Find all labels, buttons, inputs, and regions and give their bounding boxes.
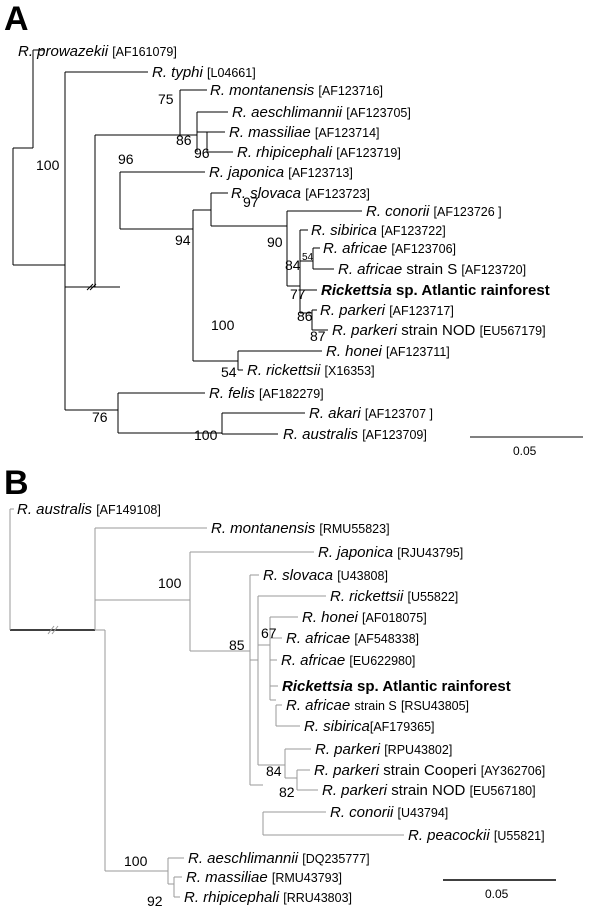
a-taxon-11: R. africae [AF123706] — [323, 240, 456, 257]
b-branch-break — [47, 625, 55, 635]
a-taxon-2: R. typhi [L04661] — [152, 64, 256, 81]
b-boot-value: 100 — [158, 575, 182, 591]
a-boot-value: 76 — [92, 409, 108, 425]
b-taxon-2: R. montanensis [RMU55823] — [211, 520, 390, 537]
panel-b-bootstraps: 100 85 67 84 82 100 92 — [124, 575, 295, 909]
a-taxon-7: R. japonica [AF123713] — [209, 164, 353, 181]
b-taxon-17: R. aeschlimannii [DQ235777] — [188, 850, 370, 867]
a-taxon-atlantic-rainforest: Rickettsia sp. Atlantic rainforest — [321, 282, 550, 299]
a-taxon-4: R. aeschlimannii [AF123705] — [232, 104, 411, 121]
a-boot-value: 54 — [302, 252, 314, 263]
a-taxon-6: R. rhipicephali [AF123719] — [237, 144, 401, 161]
a-boot-value: 86 — [297, 308, 313, 324]
a-taxon-20: R. australis [AF123709] — [283, 426, 427, 443]
a-boot-value: 77 — [290, 286, 306, 302]
a-taxon-19: R. akari [AF123707 ] — [309, 405, 433, 422]
b-scale-label: 0.05 — [485, 887, 509, 901]
b-taxon-11: R. sibirica[AF179365] — [304, 718, 435, 735]
panel-b-letter: B — [4, 464, 29, 502]
a-taxon-10: R. sibirica [AF123722] — [311, 222, 446, 239]
b-boot-value: 85 — [229, 637, 245, 653]
b-taxon-5: R. rickettsii [U55822] — [330, 588, 458, 605]
a-taxon-17: R. rickettsii [X16353] — [247, 362, 375, 379]
panel-a-labels: R. prowazekii [AF161079] R. typhi [L0466… — [18, 43, 550, 443]
b-boot-value: 92 — [147, 893, 163, 909]
b-taxon-6: R. honei [AF018075] — [302, 609, 427, 626]
b-boot-value: 82 — [279, 784, 295, 800]
a-taxon-5: R. massiliae [AF123714] — [229, 124, 380, 141]
a-boot-value: 86 — [176, 132, 192, 148]
a-boot-value: 100 — [194, 427, 218, 443]
b-taxon-14: R. parkeri strain NOD [EU567180] — [322, 782, 536, 799]
a-boot-value: 84 — [285, 257, 301, 273]
b-taxon-18: R. massiliae [RMU43793] — [186, 869, 342, 886]
b-taxon-15: R. conorii [U43794] — [330, 804, 448, 821]
b-boot-value: 67 — [261, 625, 277, 641]
a-boot-value: 97 — [243, 194, 259, 210]
a-boot-value: 90 — [267, 234, 283, 250]
a-taxon-9: R. conorii [AF123726 ] — [366, 203, 502, 220]
a-scale-label: 0.05 — [513, 444, 537, 458]
a-boot-value: 94 — [175, 232, 191, 248]
a-taxon-3: R. montanensis [AF123716] — [210, 82, 383, 99]
a-taxon-16: R. honei [AF123711] — [326, 343, 450, 360]
b-taxon-4: R. slovaca [U43808] — [263, 567, 388, 584]
b-taxon-8: R. africae [EU622980] — [281, 652, 415, 669]
a-boot-value: 96 — [194, 145, 210, 161]
b-boot-value: 84 — [266, 763, 282, 779]
b-taxon-7: R. africae [AF548338] — [286, 630, 419, 647]
a-taxon-18: R. felis [AF182279] — [209, 385, 324, 402]
a-taxon-15: R. parkeri strain NOD [EU567179] — [332, 322, 546, 339]
a-boot-value: 100 — [36, 157, 60, 173]
a-taxon-8: R. slovaca [AF123723] — [231, 185, 370, 202]
panel-b-labels: R. australis [AF149108] R. montanensis [… — [17, 501, 545, 906]
b-taxon-10: R. africae strain S [RSU43805] — [286, 697, 469, 714]
a-taxon-12: R. africae strain S [AF123720] — [338, 261, 526, 278]
a-boot-value: 96 — [118, 151, 134, 167]
a-taxon-14: R. parkeri [AF123717] — [320, 302, 454, 319]
panel-b-tree — [9, 508, 556, 898]
b-taxon-3: R. japonica [RJU43795] — [318, 544, 463, 561]
panel-a-bootstraps: 100 75 86 96 96 97 90 94 84 54 77 86 87 … — [36, 91, 326, 443]
b-taxon-1: R. australis [AF149108] — [17, 501, 161, 518]
b-taxon-19: R. rhipicephali [RRU43803] — [184, 889, 352, 906]
b-boot-value: 100 — [124, 853, 148, 869]
panel-a-letter: A — [4, 0, 29, 38]
a-boot-value: 87 — [310, 328, 326, 344]
b-taxon-atlantic-rainforest: Rickettsia sp. Atlantic rainforest — [282, 678, 511, 695]
a-boot-value: 54 — [221, 364, 237, 380]
a-boot-value: 100 — [211, 317, 235, 333]
a-boot-value: 75 — [158, 91, 174, 107]
panel-a-tree — [12, 49, 583, 438]
a-taxon-1: R. prowazekii [AF161079] — [18, 43, 177, 60]
b-taxon-16: R. peacockii [U55821] — [408, 827, 545, 844]
b-taxon-12: R. parkeri [RPU43802] — [315, 741, 452, 758]
b-taxon-13: R. parkeri strain Cooperi [AY362706] — [314, 762, 545, 779]
